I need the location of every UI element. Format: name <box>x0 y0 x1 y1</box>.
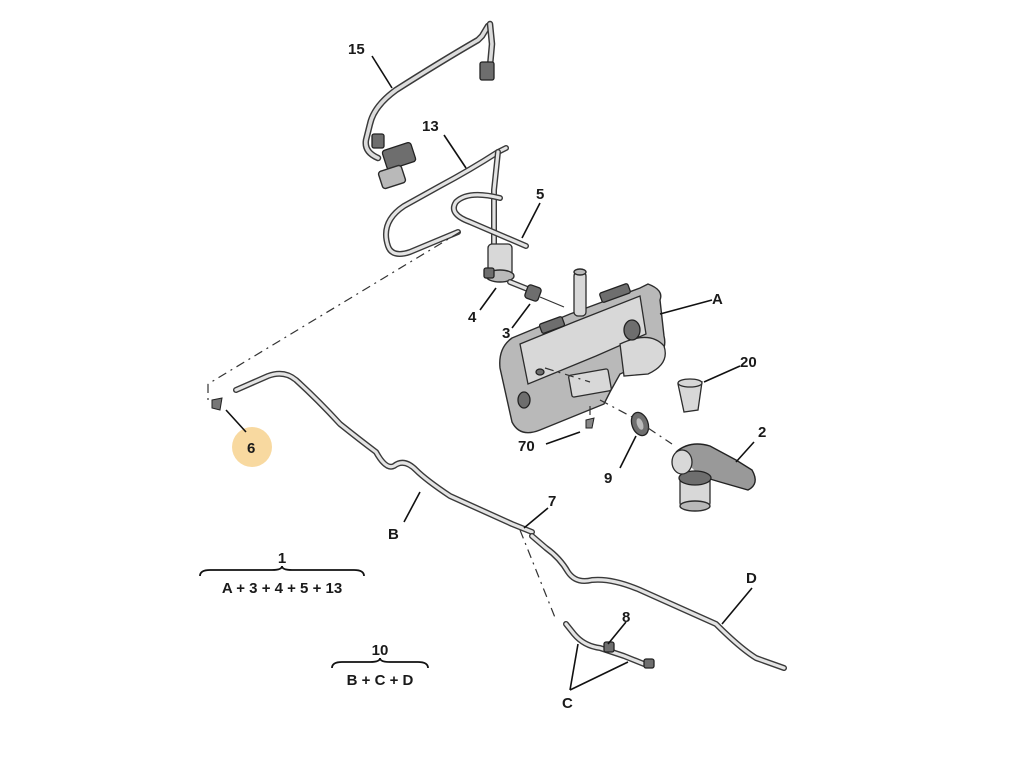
seal-9 <box>630 411 650 437</box>
hose-B <box>233 370 535 535</box>
hose-C <box>563 621 655 669</box>
callout-A: A <box>712 291 723 308</box>
callout-highlight <box>232 427 272 467</box>
formula-10-title: 10 <box>372 642 389 659</box>
callout-13: 13 <box>422 118 439 135</box>
formula-10: 10 B + C + D <box>331 642 429 689</box>
callout-7: 7 <box>548 493 556 510</box>
formula-1-title: 1 <box>278 550 286 567</box>
callout-C: C <box>562 695 573 712</box>
callout-3: 3 <box>502 325 510 342</box>
hose-D <box>529 533 787 671</box>
callout-B: B <box>388 526 399 543</box>
callout-70: 70 <box>518 438 535 455</box>
callout-15: 15 <box>348 41 365 58</box>
connector-6 <box>211 397 223 411</box>
pipe-5 <box>450 191 529 249</box>
callout-2: 2 <box>758 424 766 441</box>
callout-20: 20 <box>740 354 757 371</box>
assembly-lines <box>207 231 673 621</box>
callout-labels: 15 13 5 A 4 3 20 6 70 2 9 B 7 D 8 C <box>247 41 766 712</box>
formula-1: 1 A + 3 + 4 + 5 + 13 <box>199 550 365 597</box>
callout-9: 9 <box>604 470 612 487</box>
washer-pump-4 <box>483 243 533 293</box>
reservoir-A <box>499 268 666 434</box>
leader-lines <box>225 55 755 691</box>
wiring-harness-15 <box>362 20 496 190</box>
pipe-13 <box>383 145 509 257</box>
filter-20 <box>677 378 703 413</box>
callout-4: 4 <box>468 309 477 326</box>
filler-neck-2 <box>671 443 756 512</box>
grommet-3 <box>524 284 565 308</box>
callout-8: 8 <box>622 609 630 626</box>
callout-6: 6 <box>247 440 255 457</box>
callout-D: D <box>746 570 757 587</box>
formula-1-text: A + 3 + 4 + 5 + 13 <box>222 580 342 597</box>
callout-5: 5 <box>536 186 544 203</box>
formula-10-text: B + C + D <box>347 672 414 689</box>
clip-70 <box>585 417 595 429</box>
